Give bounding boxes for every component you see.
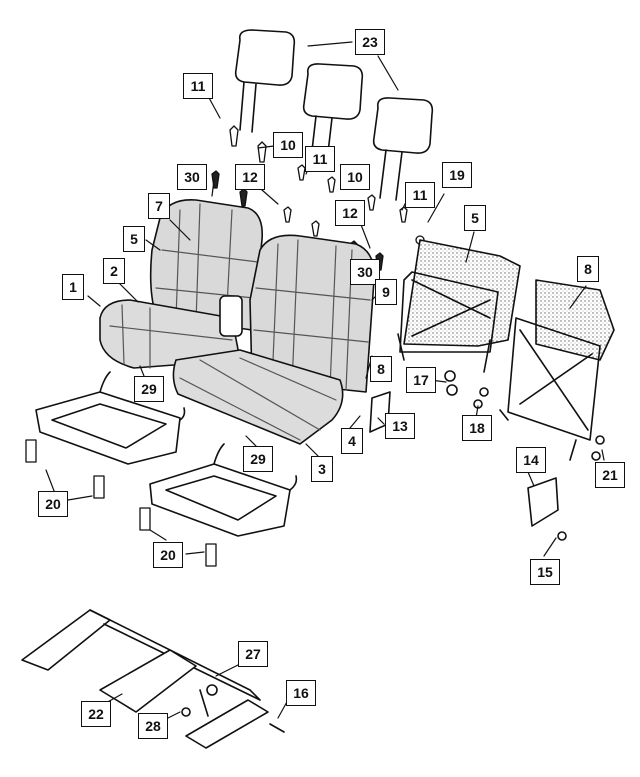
callout-22: 22 bbox=[81, 701, 111, 727]
callout-19: 19 bbox=[442, 162, 472, 188]
callout-1: 1 bbox=[62, 274, 84, 300]
callout-23: 23 bbox=[355, 29, 385, 55]
brackets bbox=[369, 370, 605, 541]
callout-13: 13 bbox=[385, 413, 415, 439]
callout-5-b: 5 bbox=[464, 205, 486, 231]
callout-5-a: 5 bbox=[123, 226, 145, 252]
callout-20-b: 20 bbox=[153, 542, 183, 568]
callout-21: 21 bbox=[595, 462, 625, 488]
callout-18: 18 bbox=[462, 415, 492, 441]
callout-15: 15 bbox=[530, 559, 560, 585]
callout-8-a: 8 bbox=[370, 356, 392, 382]
callout-12-b: 12 bbox=[335, 200, 365, 226]
seat-pan-1 bbox=[35, 371, 186, 465]
callout-28: 28 bbox=[138, 713, 168, 739]
seat-pan-2 bbox=[149, 443, 298, 537]
callout-29-a: 29 bbox=[134, 376, 164, 402]
callout-9: 9 bbox=[375, 279, 397, 305]
back-frame-right bbox=[499, 279, 615, 461]
callout-17: 17 bbox=[406, 367, 436, 393]
callout-27: 27 bbox=[238, 641, 268, 667]
callout-30-a: 30 bbox=[177, 164, 207, 190]
callout-10-b: 10 bbox=[340, 164, 370, 190]
callout-4: 4 bbox=[341, 428, 363, 454]
callout-11-a: 11 bbox=[183, 73, 213, 99]
callout-16: 16 bbox=[286, 680, 316, 706]
headrest-3 bbox=[372, 97, 434, 201]
callout-14: 14 bbox=[516, 447, 546, 473]
clips bbox=[25, 439, 217, 567]
callout-29-b: 29 bbox=[243, 446, 273, 472]
callout-20-a: 20 bbox=[38, 491, 68, 517]
back-frame-left bbox=[397, 239, 521, 373]
callout-11-c: 11 bbox=[405, 182, 435, 208]
callout-12-a: 12 bbox=[235, 164, 265, 190]
callout-10-a: 10 bbox=[273, 132, 303, 158]
callout-7: 7 bbox=[148, 193, 170, 219]
seat-cushion bbox=[99, 295, 344, 445]
riser-assembly bbox=[21, 609, 285, 749]
callout-8-b: 8 bbox=[577, 256, 599, 282]
callout-2: 2 bbox=[103, 258, 125, 284]
headrest-1 bbox=[234, 29, 296, 133]
callout-11-b: 11 bbox=[305, 146, 335, 172]
callout-3: 3 bbox=[311, 456, 333, 482]
